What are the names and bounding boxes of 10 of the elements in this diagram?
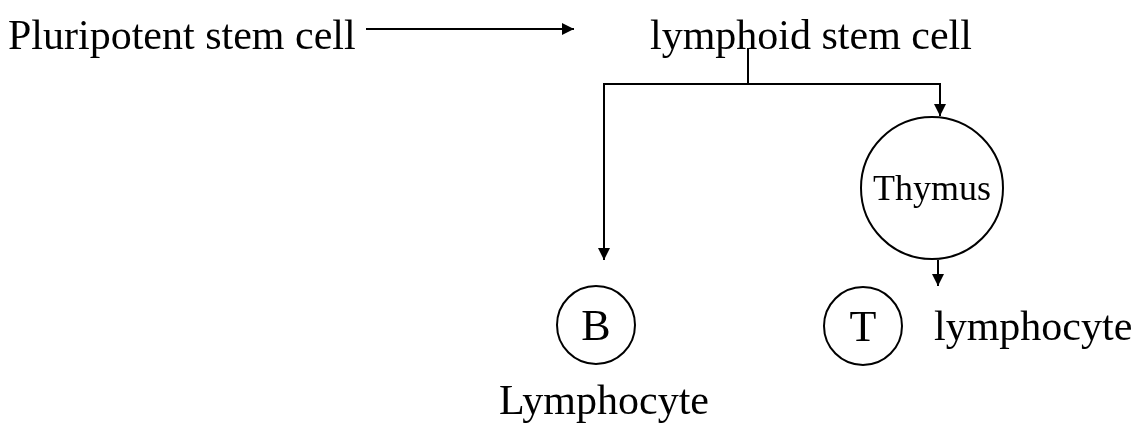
cell-caption: Lymphocyte <box>498 379 710 421</box>
arrow <box>365 23 575 35</box>
cell-circle: B <box>556 285 636 365</box>
arrow <box>747 47 946 117</box>
cell-caption: lymphocyte <box>934 305 1133 347</box>
cell-label: lymphoid stem cell <box>650 14 972 56</box>
cell-circle: T <box>823 286 903 366</box>
organ-circle: Thymus <box>860 116 1004 260</box>
arrow <box>932 259 944 287</box>
cell-label: Pluripotent stem cell <box>8 14 356 56</box>
